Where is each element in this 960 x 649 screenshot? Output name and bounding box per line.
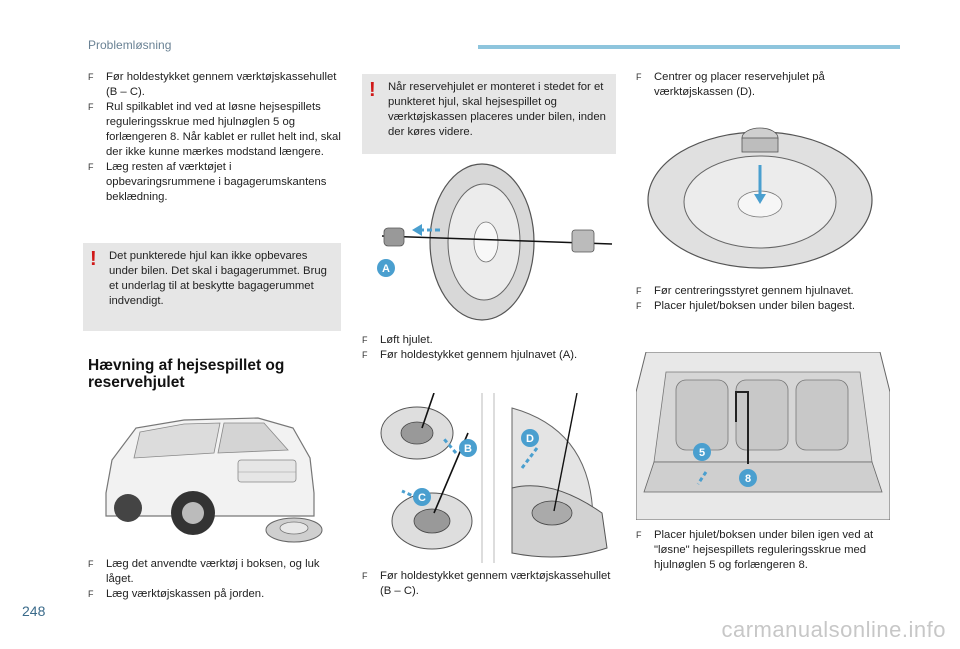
trunk-figure: 5 8 bbox=[636, 352, 890, 520]
list-item: F Rul spilkablet ind ved at løsne hejses… bbox=[88, 100, 343, 160]
bullet-mark: F bbox=[362, 571, 368, 581]
list-item: F Før holdestykket gennem værktøjskasseh… bbox=[88, 70, 343, 100]
bullet-mark: F bbox=[636, 286, 642, 296]
list-item: F Placer hjulet/boksen under bilen bages… bbox=[636, 299, 896, 314]
label-b: B bbox=[464, 443, 472, 455]
bullet-text: Placer hjulet/boksen under bilen igen ve… bbox=[654, 529, 874, 571]
warning-text: Når reservehjulet er monteret i stedet f… bbox=[388, 81, 606, 138]
list-item: F Før holdestykket gennem værktøjskasseh… bbox=[362, 569, 616, 599]
bullet-text: Læg resten af værktøjet i opbevaringsrum… bbox=[106, 161, 327, 203]
bullet-text: Før holdestykket gennem hjulnavet (A). bbox=[380, 349, 578, 361]
toolbox-figure: B C D bbox=[362, 393, 616, 563]
bullet-text: Læg værktøjskassen på jorden. bbox=[106, 588, 265, 600]
page-number: 248 bbox=[22, 603, 46, 619]
bullet-mark: F bbox=[362, 335, 368, 345]
col2-bottom-bullets: F Før holdestykket gennem værktøjskasseh… bbox=[362, 569, 616, 599]
bullet-mark: F bbox=[88, 102, 94, 112]
bullet-text: Løft hjulet. bbox=[380, 334, 433, 346]
bullet-text: Rul spilkablet ind ved at løsne hejsespi… bbox=[106, 101, 341, 158]
bullet-text: Før holdestykket gennem værktøjskassehul… bbox=[106, 71, 337, 98]
warning-text: Det punkterede hjul kan ikke opbevares u… bbox=[109, 250, 327, 307]
bullet-mark: F bbox=[88, 589, 94, 599]
list-item: F Læg værktøjskassen på jorden. bbox=[88, 587, 343, 602]
header-bar bbox=[478, 45, 900, 49]
watermark: carmanualsonline.info bbox=[721, 617, 946, 642]
col3-bottom-bullets: F Placer hjulet/boksen under bilen igen … bbox=[636, 528, 896, 573]
col1-bottom-bullets: F Læg det anvendte værktøj i boksen, og … bbox=[88, 557, 343, 602]
bullet-text: Før centreringsstyret gennem hjulnavet. bbox=[654, 285, 854, 297]
label-d: D bbox=[526, 433, 534, 445]
car-figure bbox=[88, 398, 340, 550]
col3-mid-bullets: F Før centreringsstyret gennem hjulnavet… bbox=[636, 284, 896, 314]
bullet-mark: F bbox=[362, 350, 368, 360]
bullet-mark: F bbox=[636, 530, 642, 540]
label-8: 8 bbox=[745, 473, 751, 485]
header-title: Problemløsning bbox=[88, 38, 172, 52]
bullet-mark: F bbox=[88, 162, 94, 172]
bullet-mark: F bbox=[636, 301, 642, 311]
col1-bullets: F Før holdestykket gennem værktøjskasseh… bbox=[88, 70, 343, 205]
bullet-mark: F bbox=[88, 559, 94, 569]
label-5: 5 bbox=[699, 447, 705, 459]
list-item: F Læg det anvendte værktøj i boksen, og … bbox=[88, 557, 343, 587]
label-a: A bbox=[382, 263, 390, 275]
list-item: F Før centreringsstyret gennem hjulnavet… bbox=[636, 284, 896, 299]
section-heading: Hævning af hejsespillet og reservehjulet bbox=[88, 357, 285, 391]
warning-icon: ! bbox=[90, 248, 97, 270]
warning-box: ! Det punkterede hjul kan ikke opbevares… bbox=[83, 243, 341, 331]
bullet-mark: F bbox=[88, 72, 94, 82]
bullet-mark: F bbox=[636, 72, 642, 82]
col3-top-bullets: F Centrer og placer reservehjulet på vær… bbox=[636, 70, 896, 100]
list-item: F Placer hjulet/boksen under bilen igen … bbox=[636, 528, 896, 573]
list-item: F Centrer og placer reservehjulet på vær… bbox=[636, 70, 896, 100]
warning-icon: ! bbox=[369, 79, 376, 101]
bullet-text: Placer hjulet/boksen under bilen bagest. bbox=[654, 300, 855, 312]
label-c: C bbox=[418, 492, 426, 504]
list-item: F Læg resten af værktøjet i opbevaringsr… bbox=[88, 160, 343, 205]
list-item: F Løft hjulet. bbox=[362, 333, 616, 348]
list-item: F Før holdestykket gennem hjulnavet (A). bbox=[362, 348, 616, 363]
spare-wheel-figure bbox=[636, 120, 894, 276]
wheel-hub-figure: A bbox=[362, 160, 616, 322]
col2-mid-bullets: F Løft hjulet. F Før holdestykket gennem… bbox=[362, 333, 616, 363]
bullet-text: Læg det anvendte værktøj i boksen, og lu… bbox=[106, 558, 320, 585]
bullet-text: Før holdestykket gennem værktøjskassehul… bbox=[380, 570, 611, 597]
bullet-text: Centrer og placer reservehjulet på værkt… bbox=[654, 71, 825, 98]
warning-box-2: ! Når reservehjulet er monteret i stedet… bbox=[362, 74, 616, 154]
